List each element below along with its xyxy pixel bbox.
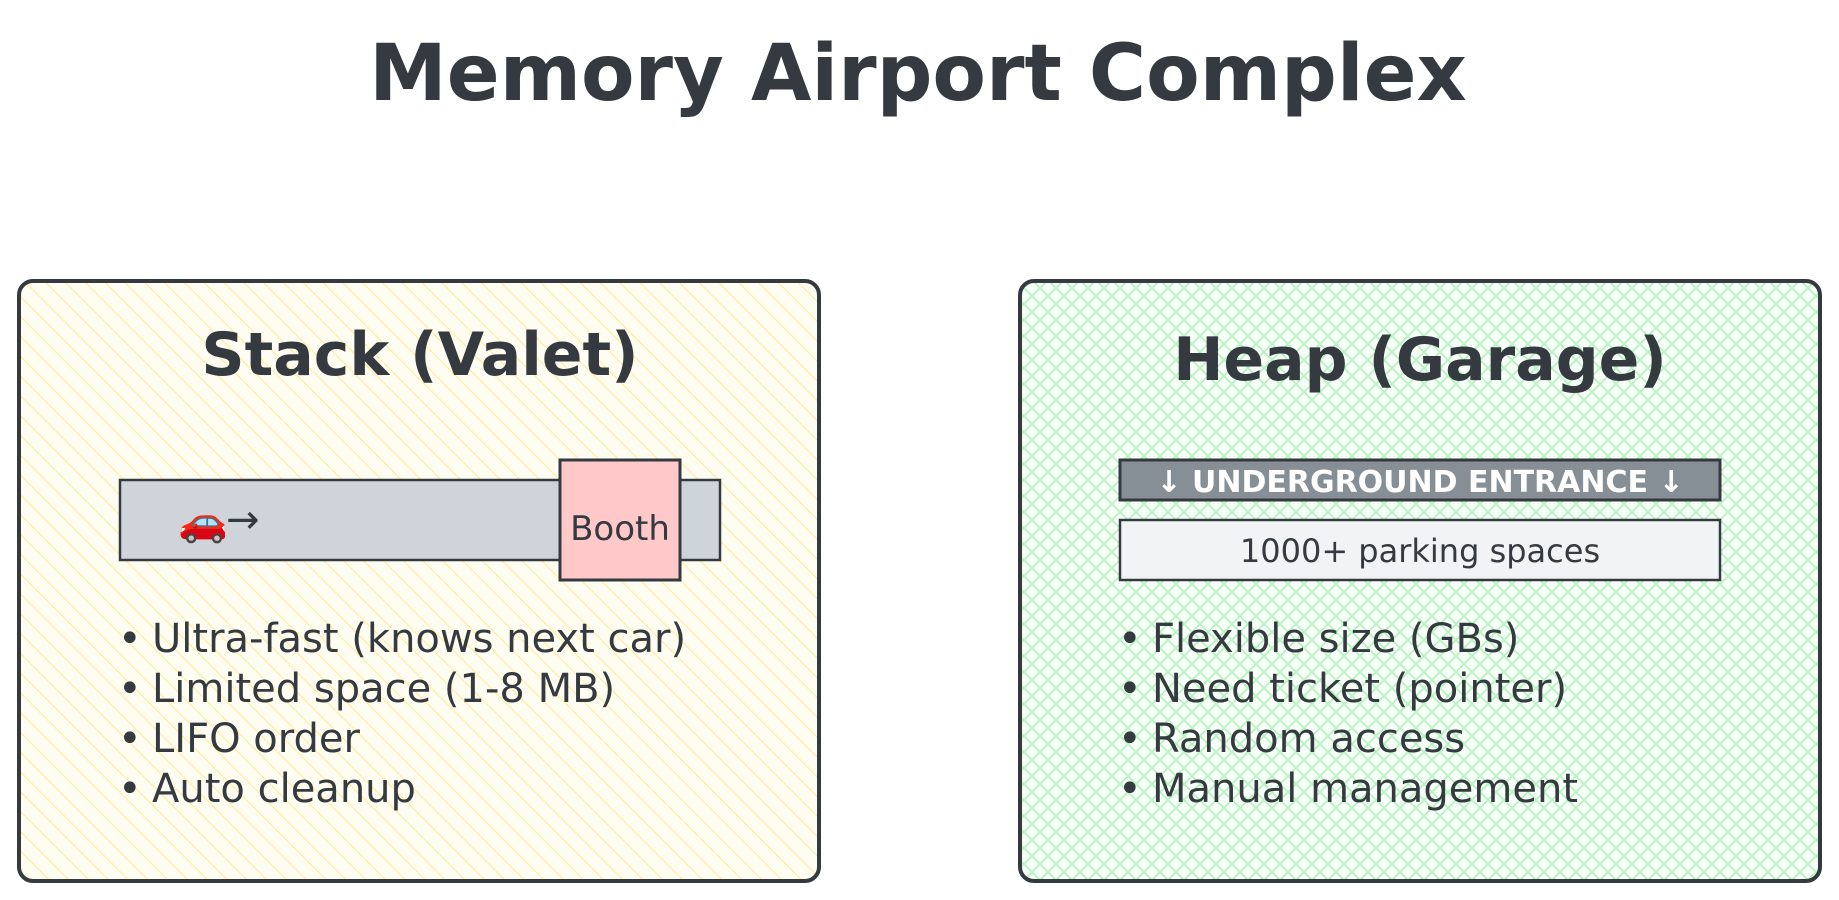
parking-spaces-label: 1000+ parking spaces bbox=[1240, 532, 1600, 570]
bullet-dot: • bbox=[118, 666, 142, 712]
heap-bullet-item: Random access bbox=[1152, 716, 1465, 762]
bullet-dot: • bbox=[1118, 766, 1142, 812]
stack-bullet-list: • Ultra-fast (knows next car) • Limited … bbox=[118, 616, 686, 812]
heap-bullet-list: • Flexible size (GBs) • Need ticket (poi… bbox=[1118, 616, 1578, 812]
stack-panel-frame bbox=[17, 279, 821, 883]
bullet-dot: • bbox=[1118, 666, 1142, 712]
bullet-dot: • bbox=[1118, 616, 1142, 662]
bullet-dot: • bbox=[1118, 716, 1142, 762]
stack-panel: Stack (Valet) 🚗 → Booth • Ultra-fast (kn… bbox=[17, 279, 821, 883]
stack-bullet-item: Ultra-fast (knows next car) bbox=[152, 616, 686, 662]
bullet-dot: • bbox=[118, 716, 142, 762]
stack-bullet-item: Limited space (1-8 MB) bbox=[152, 666, 615, 712]
underground-entrance-banner bbox=[1118, 458, 1722, 502]
heap-bullet-item: Need ticket (pointer) bbox=[1152, 666, 1567, 712]
stack-bullet-item: Auto cleanup bbox=[152, 766, 416, 812]
car-icon: 🚗 bbox=[178, 499, 228, 545]
booth-label: Booth bbox=[570, 509, 670, 549]
underground-entrance-label: ↓ UNDERGROUND ENTRANCE ↓ bbox=[1156, 465, 1683, 500]
bullet-dot: • bbox=[118, 766, 142, 812]
parking-spaces-box bbox=[1118, 518, 1722, 582]
arrow-right-icon: → bbox=[226, 497, 260, 543]
heap-heading: Heap (Garage) bbox=[1173, 325, 1667, 395]
page-title: Memory Airport Complex bbox=[369, 29, 1467, 119]
heap-bullet-item: Flexible size (GBs) bbox=[1152, 616, 1519, 662]
bullet-dot: • bbox=[118, 616, 142, 662]
stack-bullet-item: LIFO order bbox=[152, 716, 361, 762]
booth bbox=[558, 458, 682, 582]
stack-heading: Stack (Valet) bbox=[201, 320, 638, 390]
heap-panel: Heap (Garage) ↓ UNDERGROUND ENTRANCE ↓ 1… bbox=[1018, 279, 1822, 883]
heap-bullet-item: Manual management bbox=[1152, 766, 1578, 812]
